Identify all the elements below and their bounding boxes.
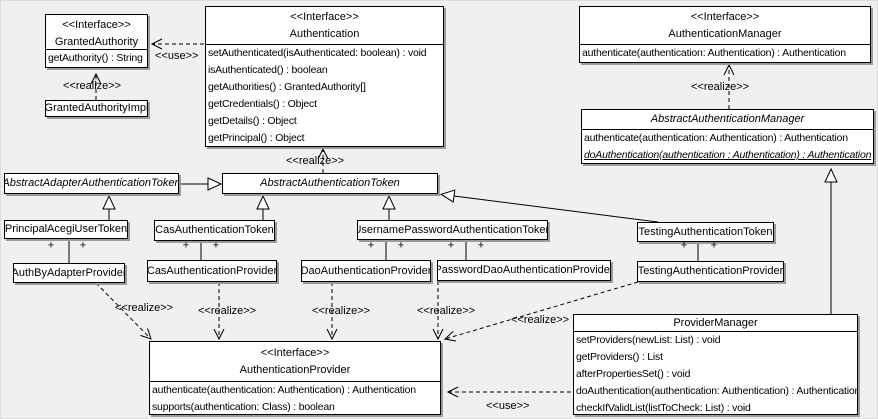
class-cas-authentication-provider[interactable]: CasAuthenticationProvider xyxy=(147,260,277,282)
assoc-plus: + xyxy=(710,239,718,252)
class-name: AuthenticationProvider xyxy=(239,364,351,376)
method: doAuthentication(authentication: Authent… xyxy=(576,385,857,397)
class-name: PasswordDaoAuthenticationProvider xyxy=(437,264,611,276)
method: isAuthenticated() : boolean xyxy=(208,64,328,76)
class-abstract-authentication-manager[interactable]: AbstractAuthenticationManager authentica… xyxy=(581,109,874,164)
class-testing-authentication-provider[interactable]: TestingAuthenticationProvider xyxy=(637,261,784,282)
assoc-plus: + xyxy=(212,239,220,252)
realize-label-abstracttoken: <<realize>> xyxy=(286,155,345,167)
class-name: TestingAuthenticationProvider xyxy=(637,265,784,277)
edge-gen-testingtoken-abstracttoken xyxy=(454,196,659,223)
edge-realize-authbyadapter-provider xyxy=(95,282,152,340)
method: getPrincipal() : Object xyxy=(208,132,305,144)
class-name: GrantedAuthorityImpl xyxy=(45,102,148,114)
stereotype-label: <<Interface>> xyxy=(260,347,330,359)
class-granted-authority-impl[interactable]: GrantedAuthorityImpl xyxy=(45,100,148,117)
method: authenticate(authentication: Authenticat… xyxy=(582,47,846,59)
class-name: CasAuthenticationToken xyxy=(155,224,274,236)
method: afterPropertiesSet() : void xyxy=(576,368,691,380)
class-username-password-authentication-token[interactable]: UsernamePasswordAuthenticationToken xyxy=(357,220,548,240)
class-name: CasAuthenticationProvider xyxy=(147,264,277,277)
method: checkIfValidList(listToCheck: List) : vo… xyxy=(576,402,751,414)
class-principal-acegi-user-token[interactable]: PrincipalAcegiUserToken xyxy=(4,220,128,239)
class-name: GrantedAuthority xyxy=(54,36,139,48)
class-name: PrincipalAcegiUserToken xyxy=(4,223,128,235)
method: getAuthority() : String xyxy=(48,52,143,64)
class-name: TestingAuthenticationToken xyxy=(638,225,773,238)
class-authentication-provider[interactable]: <<Interface>> AuthenticationProvider aut… xyxy=(149,341,441,415)
stereotype-label: <<Interface>> xyxy=(62,19,131,31)
class-authentication[interactable]: <<Interface>> Authentication setAuthenti… xyxy=(205,6,444,147)
class-name: DaoAuthenticationProvider xyxy=(301,264,431,277)
assoc-plus: + xyxy=(79,239,87,252)
class-name: AbstractAuthenticationManager xyxy=(650,113,805,125)
method: getAuthorities() : GrantedAuthority[] xyxy=(208,81,366,93)
class-name: ProviderManager xyxy=(673,317,758,329)
class-authentication-manager[interactable]: <<Interface>> AuthenticationManager auth… xyxy=(579,6,871,63)
method: getCredentials() : Object xyxy=(208,98,317,110)
stereotype-label: <<Interface>> xyxy=(290,11,359,23)
use-label-authentication: <<use>> xyxy=(155,50,199,62)
method: getProviders() : List xyxy=(576,351,663,363)
assoc-plus: + xyxy=(477,239,485,252)
method: getDetails() : Object xyxy=(208,115,297,127)
realize-label-testingprovider: <<realize>> xyxy=(511,314,570,326)
class-name: AbstractAuthenticationToken xyxy=(260,177,400,189)
class-granted-authority[interactable]: <<Interface>> GrantedAuthority getAuthor… xyxy=(45,14,148,68)
method: authenticate(authentication: Authenticat… xyxy=(152,384,416,396)
assoc-plus: + xyxy=(680,239,688,252)
class-name: Authentication xyxy=(289,28,360,40)
method: setProviders(newList: List) : void xyxy=(576,334,721,346)
assoc-plus: + xyxy=(182,239,190,252)
assoc-plus: + xyxy=(47,239,55,252)
assoc-plus: + xyxy=(397,239,405,252)
method: authenticate(authentication: Authenticat… xyxy=(584,132,848,144)
class-name: UsernamePasswordAuthenticationToken xyxy=(357,223,548,236)
use-label-providermanager: <<use>> xyxy=(486,400,530,412)
class-abstract-authentication-token[interactable]: AbstractAuthenticationToken xyxy=(222,173,438,194)
method: doAuthentication(authentication : Authen… xyxy=(584,149,872,161)
realize-label-casprovider: <<realize>> xyxy=(198,305,257,317)
class-name: AuthenticationManager xyxy=(668,28,782,40)
realize-label-grantedauthorityimpl: <<realize>> xyxy=(63,80,122,92)
assoc-plus: + xyxy=(367,239,375,252)
class-auth-by-adapter-provider[interactable]: AuthByAdapterProvider xyxy=(13,263,125,283)
stereotype-label: <<Interface>> xyxy=(690,11,760,23)
method: supports(authentication: Class) : boolea… xyxy=(152,401,335,413)
realize-label-passworddao: <<realize>> xyxy=(417,305,476,317)
class-testing-authentication-token[interactable]: TestingAuthenticationToken xyxy=(637,222,774,242)
assoc-plus: + xyxy=(447,239,455,252)
realize-label-daoprovider: <<realize>> xyxy=(312,305,371,317)
realize-label-abstractmanager: <<realize>> xyxy=(691,81,750,93)
class-name: AbstractAdapterAuthenticationToken xyxy=(4,177,179,189)
class-cas-authentication-token[interactable]: CasAuthenticationToken xyxy=(154,220,275,241)
class-abstract-adapter-authentication-token[interactable]: AbstractAdapterAuthenticationToken xyxy=(4,173,179,194)
class-name: AuthByAdapterProvider xyxy=(13,266,125,279)
edge-realize-testingprovider-provider xyxy=(443,281,639,342)
class-provider-manager[interactable]: ProviderManager setProviders(newList: Li… xyxy=(573,314,858,415)
realize-label-authbyadapter: <<realize>> xyxy=(115,302,174,314)
class-password-dao-authentication-provider[interactable]: PasswordDaoAuthenticationProvider xyxy=(437,260,611,281)
method: setAuthenticated(isAuthenticated: boolea… xyxy=(208,47,427,59)
class-dao-authentication-provider[interactable]: DaoAuthenticationProvider xyxy=(301,260,431,282)
